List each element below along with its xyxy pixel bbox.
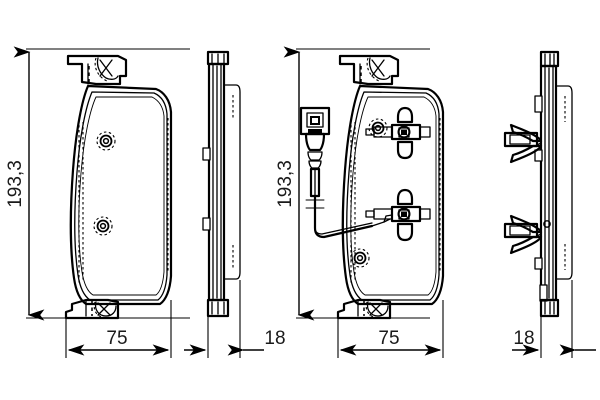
dimension-label-thickness-right: 18 (513, 328, 534, 349)
dimension-label-width-left: 75 (106, 328, 127, 349)
dimension-label-thickness-left: 18 (264, 328, 285, 349)
spring-retaining-clip (365, 188, 431, 242)
view-brake-pad-front-right-with-sensor (299, 54, 445, 320)
spring-retaining-clip (503, 214, 543, 255)
spring-retaining-clip (365, 106, 431, 160)
rivet-marker (368, 118, 388, 138)
rivet-marker (96, 131, 116, 151)
dimension-thickness-left: 18 (184, 280, 286, 358)
dimension-label-height-right: 193,3 (275, 160, 296, 208)
dimension-label-width-right: 75 (378, 328, 399, 349)
dimension-width-right: 75 (337, 300, 444, 358)
dimension-thickness-right: 18 (512, 280, 596, 358)
wear-sensor-cable (305, 195, 393, 239)
view-brake-pad-side-left (202, 50, 241, 318)
dimension-width-left: 75 (65, 300, 172, 358)
rivet-marker (350, 248, 370, 268)
spring-retaining-clip (503, 123, 543, 164)
dimension-label-height-left: 193,3 (5, 160, 26, 208)
dimension-height-left: 193,3 (5, 46, 190, 321)
view-brake-pad-side-right-with-clips (503, 50, 573, 318)
wear-sensor-connector (299, 106, 331, 198)
view-brake-pad-front-left (64, 54, 173, 320)
rivet-marker (93, 216, 113, 236)
